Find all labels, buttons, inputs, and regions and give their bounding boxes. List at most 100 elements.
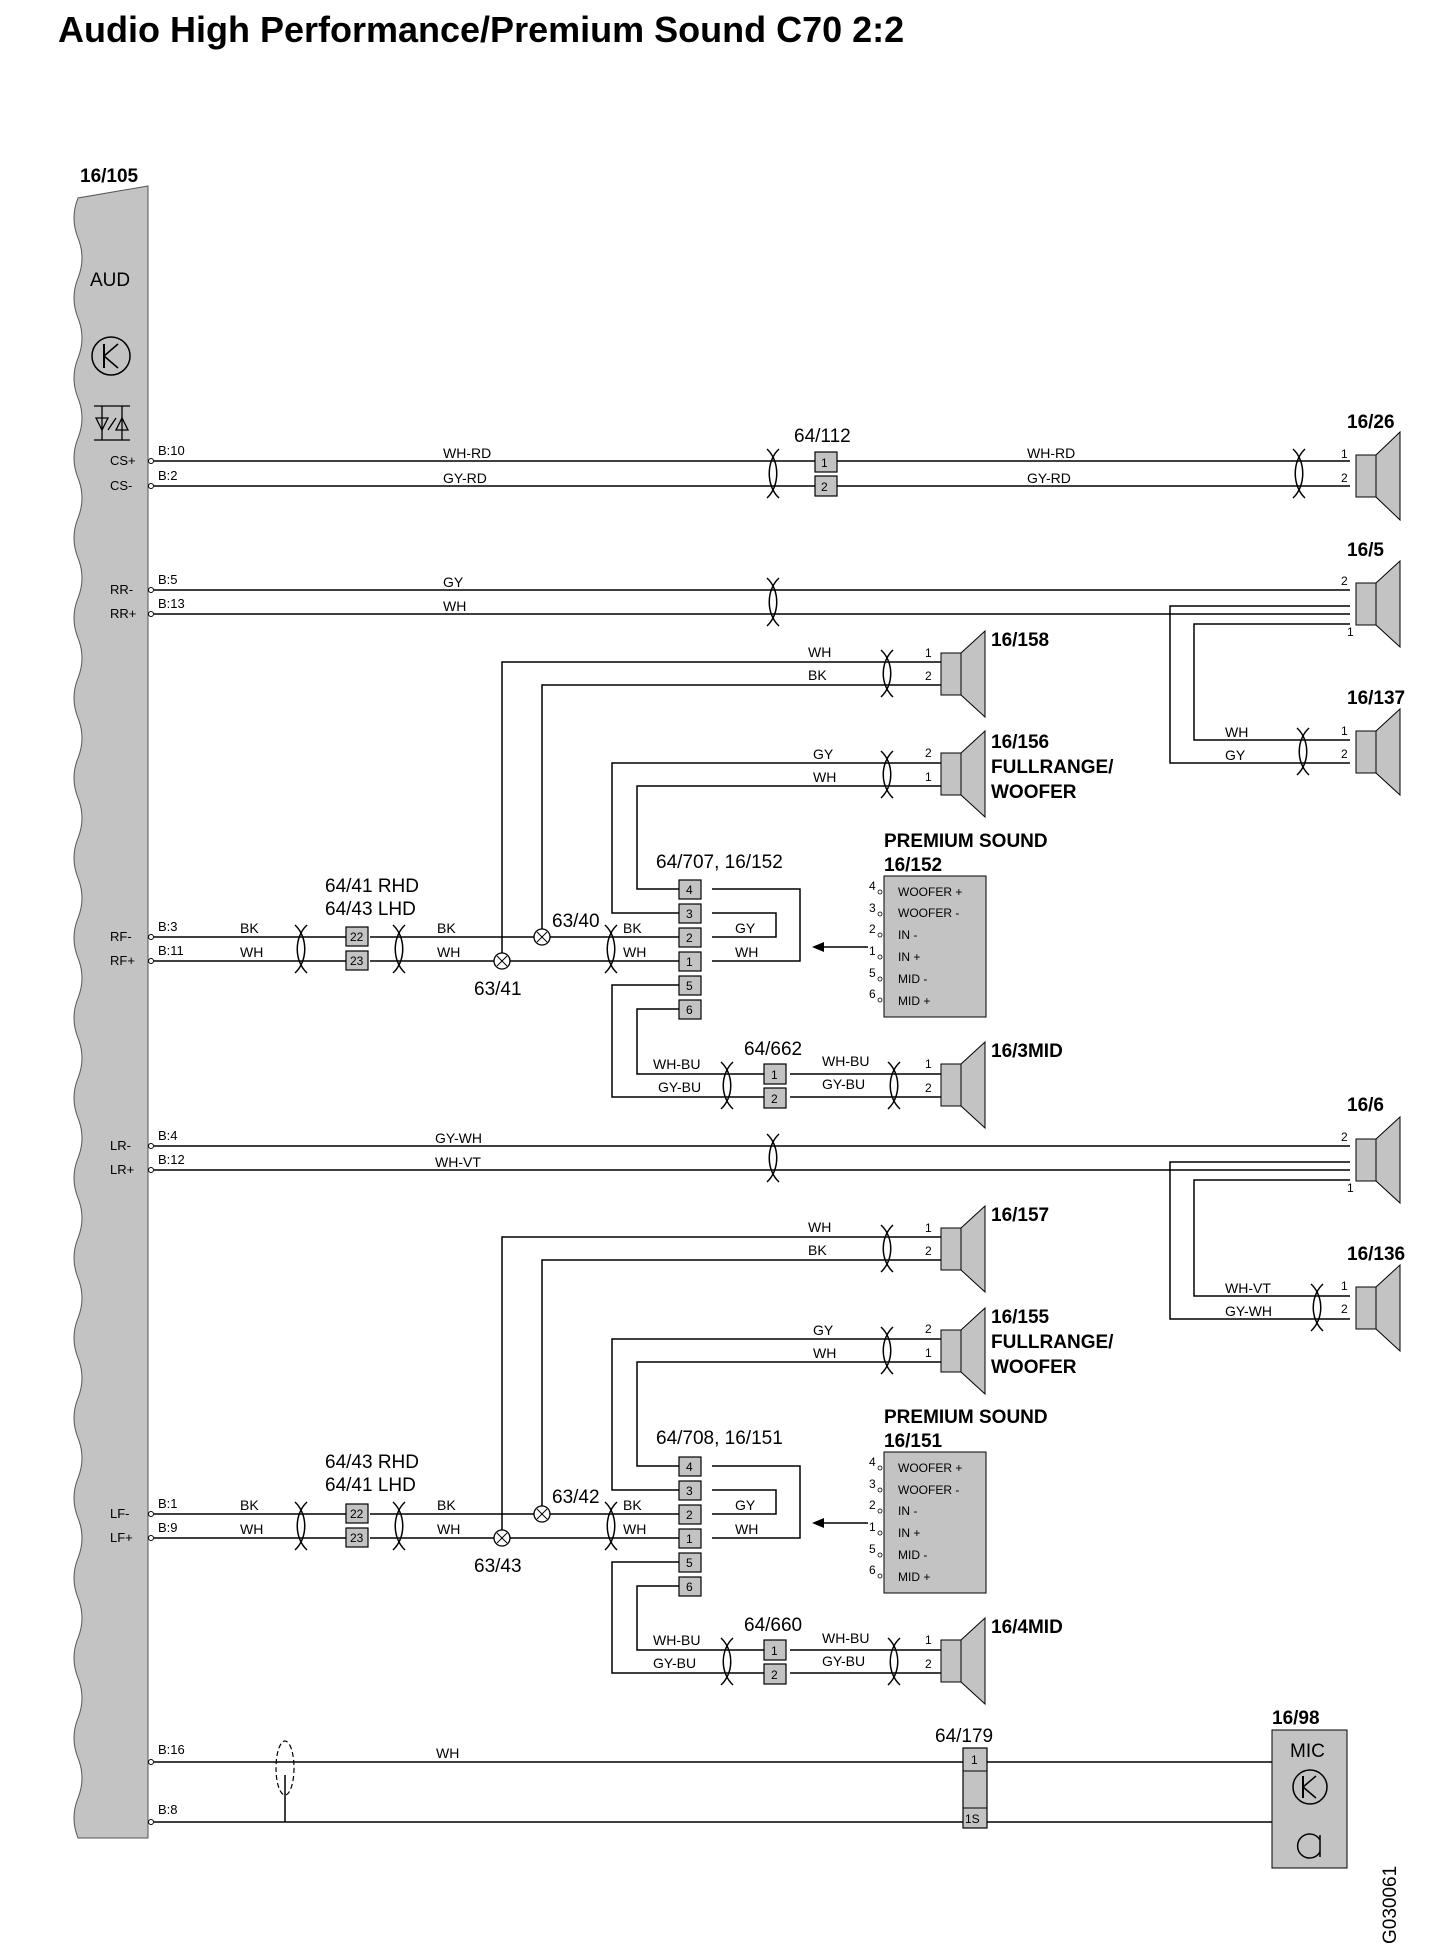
module-pin-rr-minus: RR- B:5	[110, 572, 178, 597]
svg-text:1: 1	[925, 1346, 932, 1360]
svg-text:2: 2	[1341, 747, 1348, 761]
speaker-16-136: 16/136 1 2	[1341, 1244, 1405, 1353]
svg-text:2: 2	[925, 1322, 932, 1336]
wire-label: GY-BU	[822, 1653, 865, 1669]
svg-text:WOOFER: WOOFER	[991, 1357, 1077, 1378]
wire-label: GY-RD	[1027, 470, 1071, 486]
wire-label: WH	[623, 1521, 646, 1537]
wire-label: WH	[808, 1219, 831, 1235]
svg-text:1: 1	[925, 1221, 932, 1235]
svg-text:2: 2	[869, 922, 876, 936]
wire-label: GY-RD	[443, 470, 487, 486]
twisted-pair-marker	[1296, 727, 1310, 776]
svg-text:2: 2	[771, 1092, 778, 1106]
svg-text:63/43: 63/43	[474, 1556, 522, 1577]
connector-64-708: 64/708, 16/151 4 3 2 1 5 6	[656, 1428, 783, 1597]
svg-text:FULLRANGE/: FULLRANGE/	[991, 757, 1114, 778]
svg-text:WOOFER +: WOOFER +	[898, 885, 962, 899]
svg-text:FULLRANGE/: FULLRANGE/	[991, 1332, 1114, 1353]
svg-text:1S: 1S	[965, 1812, 980, 1826]
connector-64-707: 64/707, 16/152 4 3 2 1 5 6	[656, 852, 783, 1020]
svg-text:16/151: 16/151	[884, 1431, 943, 1452]
wire-label: GY	[443, 574, 464, 590]
svg-text:64/707, 16/152: 64/707, 16/152	[656, 852, 783, 873]
svg-text:4: 4	[869, 879, 876, 893]
wire-label: GY	[813, 1322, 834, 1338]
premium-pin-list: 4 WOOFER + 3 WOOFER - 2 IN - 1 IN + 5 MI…	[869, 879, 962, 1008]
wire-label: WH	[813, 1345, 836, 1361]
wire-label: GY-WH	[1225, 1303, 1272, 1319]
svg-text:PREMIUM SOUND: PREMIUM SOUND	[884, 831, 1048, 852]
twisted-pair-marker	[887, 1637, 901, 1686]
diagram-code: G030061	[1380, 1866, 1401, 1944]
svg-text:64/660: 64/660	[744, 1615, 802, 1636]
twisted-pair-marker	[720, 1637, 734, 1686]
svg-text:1: 1	[821, 456, 828, 470]
svg-text:64/112: 64/112	[794, 426, 851, 447]
control-module-aud: 16/105 AUD CS+ B:10 CS- B:2 RR-	[73, 166, 185, 1839]
wire-label: WH-BU	[653, 1056, 700, 1072]
wire-label: GY-BU	[822, 1076, 865, 1092]
wire-label: WH	[623, 944, 646, 960]
svg-text:MID +: MID +	[898, 1570, 930, 1584]
svg-text:MID +: MID +	[898, 994, 930, 1008]
svg-text:16/137: 16/137	[1347, 688, 1405, 709]
svg-text:MIC: MIC	[1290, 1741, 1325, 1762]
svg-text:3: 3	[686, 1484, 693, 1498]
svg-text:1: 1	[925, 646, 932, 660]
svg-text:23: 23	[350, 954, 364, 968]
svg-text:64/662: 64/662	[744, 1039, 802, 1060]
svg-text:16/5: 16/5	[1347, 540, 1384, 561]
wire-label: WH	[443, 598, 466, 614]
svg-text:4: 4	[686, 883, 693, 897]
svg-text:6: 6	[869, 987, 876, 1001]
module-pin-cs-plus: CS+ B:10	[110, 443, 185, 468]
diagram-title: Audio High Performance/Premium Sound C70…	[58, 9, 904, 50]
twisted-pair-marker	[604, 1501, 618, 1551]
svg-text:IN +: IN +	[898, 950, 920, 964]
premium-sound-module-16-151: PREMIUM SOUND 16/151 4 WOOFER + 3 WOOFER…	[869, 1407, 1048, 1594]
svg-text:1: 1	[771, 1068, 778, 1082]
svg-text:16/98: 16/98	[1272, 1708, 1320, 1729]
svg-text:1: 1	[869, 944, 876, 958]
wire-label: WH-RD	[1027, 445, 1075, 461]
speaker-16-5: 16/5 2 1	[1341, 540, 1401, 649]
wire-label: WH-VT	[1225, 1280, 1271, 1296]
wire-label: WH	[437, 1521, 460, 1537]
svg-text:1: 1	[971, 1753, 978, 1767]
svg-text:B:4: B:4	[158, 1128, 178, 1143]
speaker-16-26: 16/26 1 2	[1341, 412, 1401, 522]
wire-label: BK	[808, 667, 827, 683]
svg-text:22: 22	[350, 930, 364, 944]
svg-text:2: 2	[869, 1498, 876, 1512]
wire-label: WH	[437, 944, 460, 960]
wire-label: WH-BU	[822, 1630, 869, 1646]
wire-label: GY-BU	[658, 1079, 701, 1095]
svg-text:2: 2	[1341, 471, 1348, 485]
svg-text:CS+: CS+	[110, 453, 136, 468]
svg-text:6: 6	[686, 1580, 693, 1594]
module-ref: 16/105	[80, 166, 139, 187]
module-name: AUD	[90, 270, 130, 291]
svg-text:1: 1	[925, 770, 932, 784]
wire-label: WH	[813, 769, 836, 785]
module-pin-rr-plus: RR+ B:13	[110, 596, 185, 621]
svg-text:64/43 RHD: 64/43 RHD	[325, 1452, 419, 1473]
wire-label: BK	[623, 1497, 642, 1513]
svg-text:2: 2	[925, 669, 932, 683]
svg-text:IN +: IN +	[898, 1526, 920, 1540]
svg-text:RR+: RR+	[110, 606, 136, 621]
module-body	[73, 185, 149, 1839]
svg-text:63/42: 63/42	[552, 1487, 600, 1508]
svg-text:2: 2	[1341, 1130, 1348, 1144]
svg-text:LF-: LF-	[110, 1506, 130, 1521]
module-pin-b16: B:16	[158, 1742, 185, 1757]
module-pin-lr-minus: LR- B:4	[110, 1128, 178, 1153]
wire-label: WH	[1225, 724, 1248, 740]
svg-text:16/6: 16/6	[1347, 1095, 1384, 1116]
twisted-pair-marker	[880, 750, 894, 799]
svg-text:RF+: RF+	[110, 953, 135, 968]
thyristor-icon	[94, 405, 130, 441]
svg-text:B:13: B:13	[158, 596, 185, 611]
svg-text:WOOFER -: WOOFER -	[898, 1483, 959, 1497]
